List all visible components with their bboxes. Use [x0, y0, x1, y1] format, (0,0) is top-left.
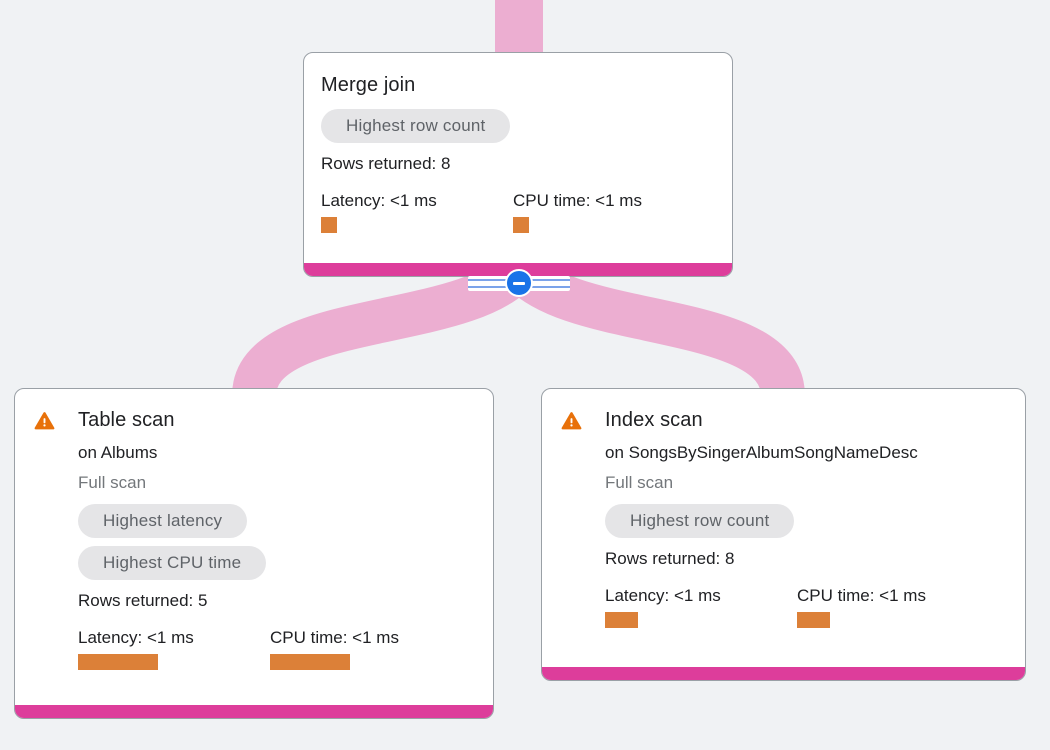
- scan-mode-text: Full scan: [78, 473, 147, 492]
- plan-node-index-scan[interactable]: Index scan on SongsBySingerAlbumSongName…: [541, 388, 1026, 681]
- plan-node-table-scan[interactable]: Table scan on Albums Full scan Highest l…: [14, 388, 494, 719]
- cpu-time-label: CPU time: <1 ms: [797, 586, 926, 605]
- latency-stat: Latency: <1 ms: [321, 189, 513, 233]
- badge-highest-row-count: Highest row count: [321, 109, 511, 143]
- node-title: Table scan: [78, 409, 175, 431]
- latency-stat: Latency: <1 ms: [605, 584, 797, 628]
- badge-highest-latency: Highest latency: [78, 504, 248, 538]
- plan-node-merge-join[interactable]: Merge join Highest row count Rows return…: [303, 52, 733, 277]
- rows-returned-text: Rows returned: 8: [605, 549, 735, 568]
- scan-mode-text: Full scan: [605, 473, 674, 492]
- cpu-time-label: CPU time: <1 ms: [270, 628, 399, 647]
- collapse-children-button[interactable]: [505, 269, 533, 297]
- warning-icon[interactable]: [561, 411, 582, 430]
- scan-target-text: on SongsBySingerAlbumSongNameDesc: [605, 443, 918, 462]
- cpu-time-stat: CPU time: <1 ms: [797, 584, 1009, 628]
- latency-label: Latency: <1 ms: [605, 586, 721, 605]
- node-title: Index scan: [605, 409, 703, 431]
- cpu-time-stat: CPU time: <1 ms: [270, 626, 477, 670]
- scan-target-text: on Albums: [78, 443, 158, 462]
- badge-highest-row-count: Highest row count: [605, 504, 795, 538]
- rows-returned-text: Rows returned: 8: [321, 154, 451, 173]
- warning-icon[interactable]: [34, 411, 55, 430]
- node-title: Merge join: [321, 74, 416, 96]
- node-accent-bar: [542, 667, 1025, 680]
- latency-label: Latency: <1 ms: [321, 191, 437, 210]
- latency-label: Latency: <1 ms: [78, 628, 194, 647]
- cpu-time-bar: [270, 654, 350, 670]
- latency-bar: [321, 217, 337, 233]
- node-accent-bar: [15, 705, 493, 718]
- cpu-time-stat: CPU time: <1 ms: [513, 189, 716, 233]
- cpu-time-label: CPU time: <1 ms: [513, 191, 642, 210]
- badge-highest-cpu-time: Highest CPU time: [78, 546, 267, 580]
- cpu-time-bar: [797, 612, 830, 628]
- latency-bar: [605, 612, 638, 628]
- cpu-time-bar: [513, 217, 529, 233]
- latency-stat: Latency: <1 ms: [78, 626, 270, 670]
- rows-returned-text: Rows returned: 5: [78, 591, 208, 610]
- latency-bar: [78, 654, 158, 670]
- minus-icon: [513, 281, 525, 285]
